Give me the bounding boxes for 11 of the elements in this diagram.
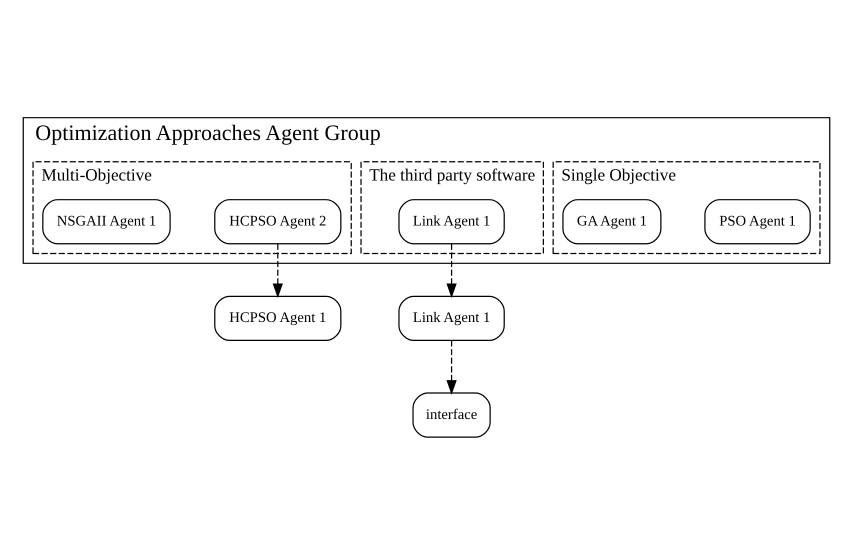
- node-box: NSGAII Agent 1: [42, 198, 171, 244]
- arrow: [272, 243, 283, 298]
- node-box: Link Agent 1: [398, 198, 505, 244]
- node-box: HCPSO Agent 2: [214, 198, 342, 244]
- node-box: GA Agent 1: [562, 198, 662, 244]
- node-box: HCPSO Agent 1: [214, 295, 342, 341]
- arrow: [446, 340, 457, 394]
- node-box: PSO Agent 1: [704, 198, 811, 244]
- arrow: [446, 243, 457, 298]
- node-box: Link Agent 1: [398, 295, 505, 341]
- node-box: interface: [412, 392, 491, 438]
